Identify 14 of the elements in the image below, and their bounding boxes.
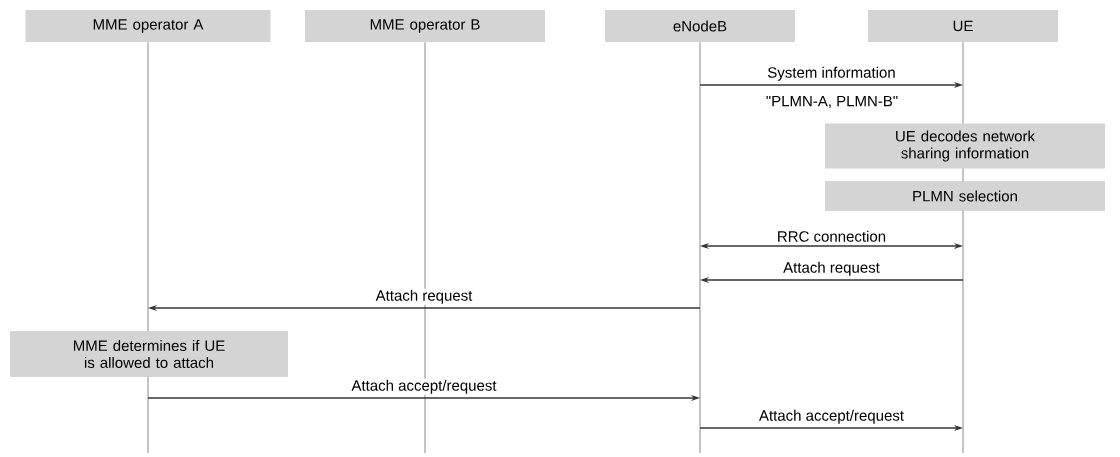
note-box: MME determines if UE is allowed to attach [10, 331, 288, 377]
lifeline-header: UE [868, 10, 1058, 42]
note-box: PLMN selection [825, 181, 1105, 211]
note-box: UE decodes network sharing information [825, 123, 1105, 169]
edge-label: Attach request [783, 261, 880, 276]
edge-label: System information [768, 66, 895, 81]
message-parameter: "PLMN-A, PLMN-B" [766, 95, 898, 109]
edge-label: Attach accept/request [759, 409, 904, 424]
lifeline-header: eNodeB [605, 10, 795, 42]
edge-label: Attach accept/request [351, 379, 497, 394]
edge-label: Attach request [375, 289, 473, 304]
edge-label: RRC connection [778, 230, 886, 242]
lifeline-header: MME operator B [305, 10, 545, 42]
lifeline-header: MME operator A [25, 10, 271, 42]
